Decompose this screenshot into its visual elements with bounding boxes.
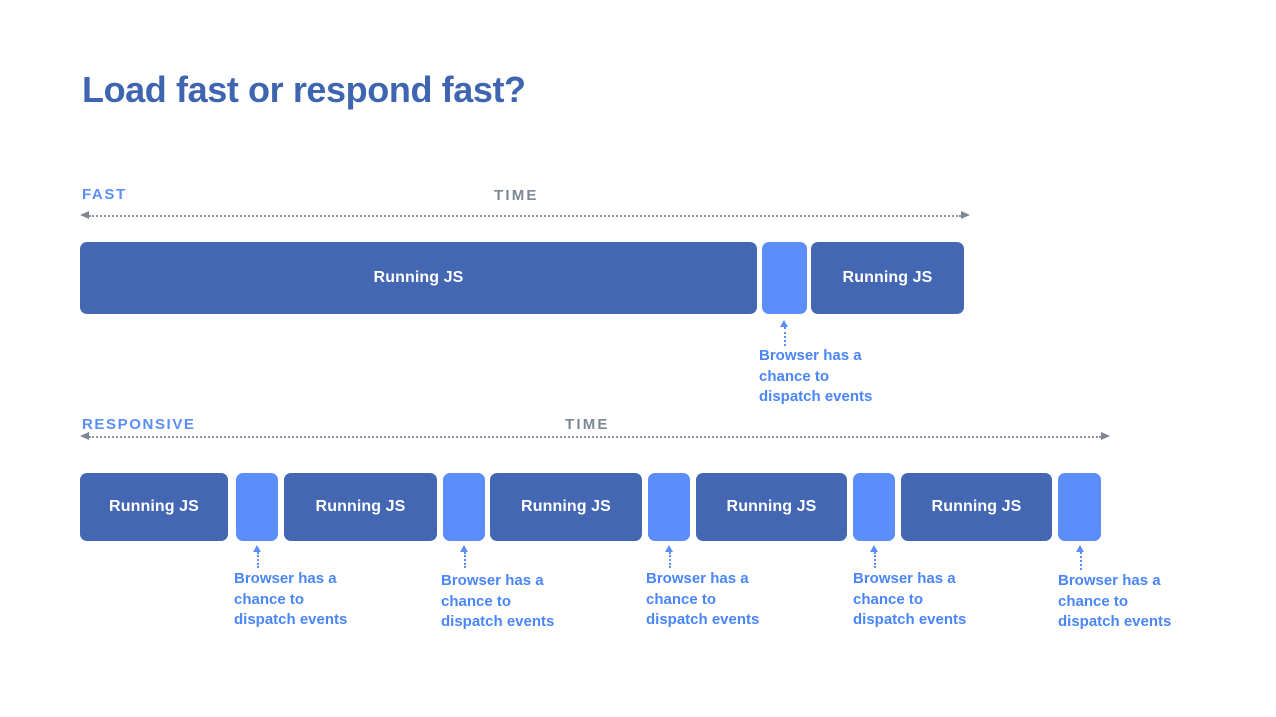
bar-label: Running JS — [842, 269, 933, 286]
time-axis-responsive — [80, 432, 1110, 441]
bar-label: Running JS — [109, 498, 199, 515]
timeline-bar-gap[interactable] — [1058, 473, 1101, 541]
annotation-browser-dispatch: Browser has a chance to dispatch events — [1058, 572, 1172, 630]
arrow-right-icon — [1101, 432, 1110, 440]
callout-arrow-up-icon — [1076, 545, 1085, 570]
timeline-bar-gap[interactable] — [443, 473, 485, 541]
callout-arrow-up-icon — [665, 545, 674, 568]
arrow-dotted-stem — [783, 327, 786, 346]
arrow-up-head-icon — [665, 545, 673, 552]
arrow-right-icon — [961, 211, 970, 219]
bar-label: Running JS — [726, 498, 817, 515]
timeline-bar-running-js[interactable]: Running JS — [490, 473, 642, 541]
timeline-bar-running-js[interactable]: Running JS — [901, 473, 1052, 541]
bar-label: Running JS — [315, 498, 406, 515]
page-title: Load fast or respond fast? — [82, 69, 526, 110]
section-label-fast: FAST — [82, 186, 127, 203]
section-label-responsive: RESPONSIVE — [82, 416, 196, 433]
axis-dotted-line — [89, 436, 1101, 438]
timeline-bar-gap[interactable] — [762, 242, 807, 314]
time-axis-fast — [80, 211, 970, 220]
timeline-bar-gap[interactable] — [236, 473, 278, 541]
timeline-bar-running-js[interactable]: Running JS — [80, 473, 228, 541]
timeline-bar-running-js[interactable]: Running JS — [80, 242, 757, 314]
arrow-dotted-stem — [1079, 552, 1082, 570]
arrow-up-head-icon — [780, 320, 788, 327]
arrow-left-icon — [80, 432, 89, 440]
arrow-up-head-icon — [460, 545, 468, 552]
arrow-up-head-icon — [1076, 545, 1084, 552]
arrow-left-icon — [80, 211, 89, 219]
timeline-bar-gap[interactable] — [648, 473, 690, 541]
annotation-browser-dispatch: Browser has a chance to dispatch events — [646, 570, 760, 628]
arrow-up-head-icon — [253, 545, 261, 552]
timeline-bar-gap[interactable] — [853, 473, 895, 541]
arrow-dotted-stem — [873, 552, 876, 568]
annotation-browser-dispatch: Browser has a chance to dispatch events — [234, 570, 348, 628]
annotation-browser-dispatch: Browser has a chance to dispatch events — [759, 347, 873, 405]
arrow-dotted-stem — [256, 552, 259, 568]
time-axis-label-fast: TIME — [494, 187, 539, 204]
arrow-up-head-icon — [870, 545, 878, 552]
timeline-bar-running-js[interactable]: Running JS — [811, 242, 964, 314]
timeline-bar-running-js[interactable]: Running JS — [696, 473, 847, 541]
bar-label: Running JS — [521, 498, 611, 515]
arrow-dotted-stem — [463, 552, 466, 568]
callout-arrow-up-icon — [460, 545, 469, 568]
callout-arrow-up-icon — [870, 545, 879, 568]
annotation-browser-dispatch: Browser has a chance to dispatch events — [441, 572, 555, 630]
time-axis-label-responsive: TIME — [565, 416, 610, 433]
callout-arrow-up-icon — [780, 320, 789, 346]
arrow-dotted-stem — [668, 552, 671, 568]
annotation-browser-dispatch: Browser has a chance to dispatch events — [853, 570, 967, 628]
bar-label: Running JS — [373, 269, 464, 286]
bar-label: Running JS — [931, 498, 1022, 515]
axis-dotted-line — [89, 215, 961, 217]
timeline-bar-running-js[interactable]: Running JS — [284, 473, 437, 541]
callout-arrow-up-icon — [253, 545, 262, 568]
